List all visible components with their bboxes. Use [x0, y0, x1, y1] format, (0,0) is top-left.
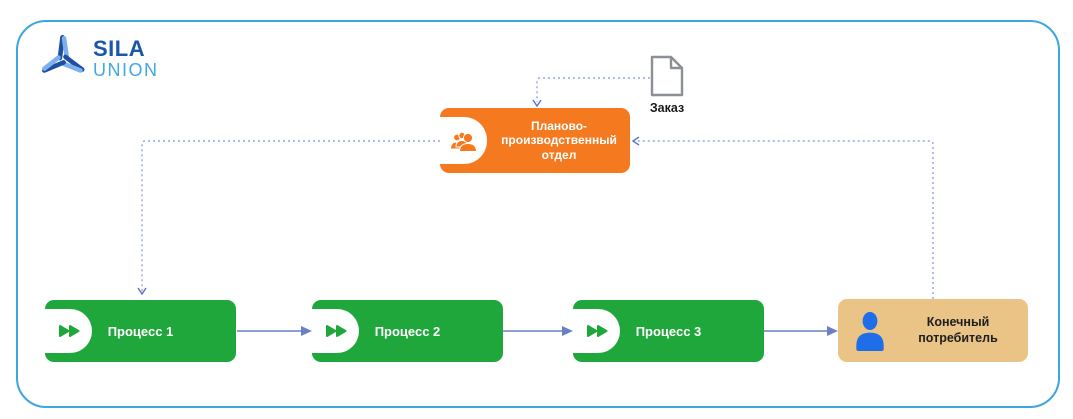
order-document-node[interactable]: Заказ: [634, 54, 700, 115]
sila-union-logo: SILA UNION: [38, 31, 159, 86]
process-badge: [312, 309, 359, 353]
person-icon: [854, 311, 886, 351]
fast-forward-icon: [586, 325, 607, 337]
fast-forward-icon: [325, 325, 346, 337]
consumer-node[interactable]: Конечный потребитель: [838, 299, 1028, 362]
process-1-node[interactable]: Процесс 1: [45, 300, 236, 362]
consumer-label: Конечный потребитель: [918, 314, 998, 345]
process-3-label: Процесс 3: [635, 323, 702, 339]
diagram-frame: [16, 20, 1060, 408]
process-3-node[interactable]: Процесс 3: [573, 300, 764, 362]
process-1-label: Процесс 1: [107, 323, 174, 339]
sila-union-logo-icon: [38, 31, 88, 86]
org-unit-icon: [449, 131, 477, 152]
department-badge: [440, 117, 487, 164]
process-badge: [573, 309, 620, 353]
order-label: Заказ: [649, 101, 685, 115]
process-2-label: Процесс 2: [374, 323, 441, 339]
logo-title: SILA: [93, 36, 146, 61]
department-node[interactable]: Планово-производственный отдел: [440, 108, 630, 173]
process-2-node[interactable]: Процесс 2: [312, 300, 503, 362]
process-badge: [45, 309, 92, 353]
fast-forward-icon: [58, 325, 79, 337]
logo-subtitle: UNION: [93, 60, 159, 80]
document-icon: [649, 54, 685, 98]
department-label: Планово-производственный отдел: [501, 118, 617, 162]
